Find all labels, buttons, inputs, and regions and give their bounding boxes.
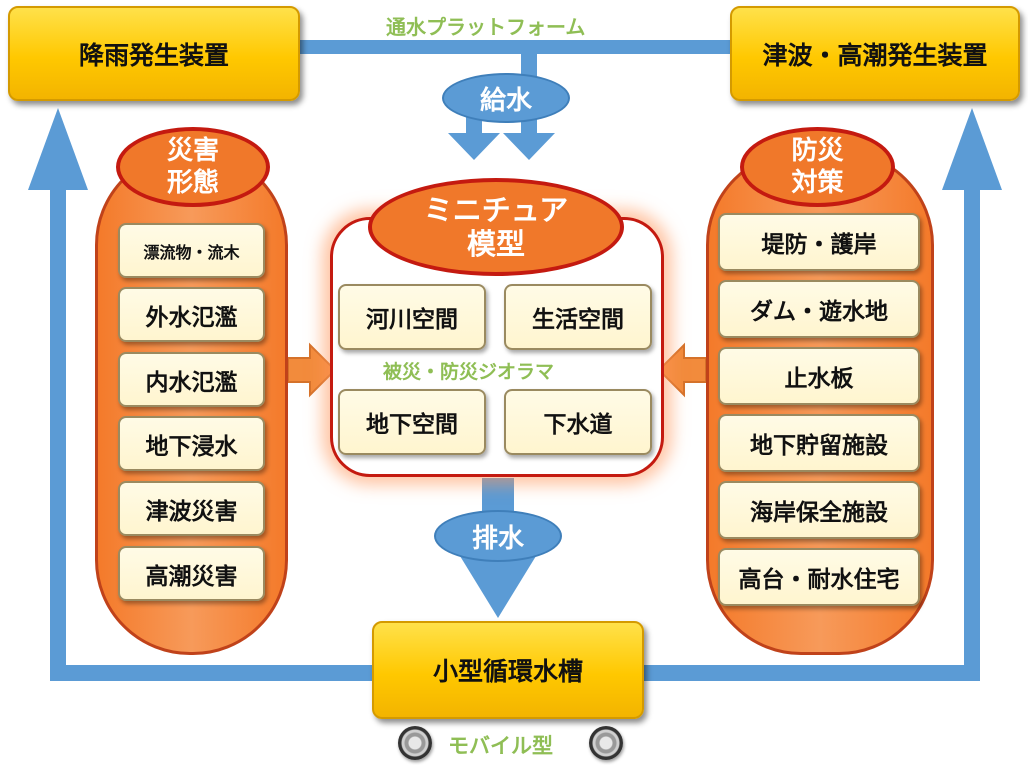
right-return-arrowhead <box>942 108 1002 190</box>
left-return-vertical <box>50 185 66 681</box>
prevention-label-line1: 防災 <box>791 136 844 166</box>
supply-label: 給水 <box>479 85 532 116</box>
platform-label: 通水プラットフォーム <box>386 15 586 39</box>
prevention-item: 地下貯留施設 <box>718 414 920 472</box>
model-space: 地下空間 <box>338 389 486 455</box>
disaster-to-model-arrow <box>287 342 337 398</box>
prevention-item: 堤防・護岸 <box>718 213 920 271</box>
supply-arrowhead-left <box>448 133 500 160</box>
prevention-label-line2: 対策 <box>791 168 844 198</box>
drain-oval: 排水 <box>434 510 562 562</box>
left-return-arrowhead <box>28 108 88 190</box>
prevention-item: 高台・耐水住宅 <box>718 548 920 606</box>
mobile-label: モバイル型 <box>448 734 553 758</box>
circulating-tank-label: 小型循環水槽 <box>432 657 583 686</box>
drain-arrowhead <box>460 556 536 618</box>
right-return-bottom <box>643 665 980 681</box>
supply-arrowhead-right <box>503 133 555 160</box>
rain-device-label: 降雨発生装置 <box>78 40 229 70</box>
right-return-vertical <box>964 185 980 681</box>
tsunami-device-box: 津波・高潮発生装置 <box>730 6 1020 101</box>
drain-label: 排水 <box>471 523 524 554</box>
disaster-item: 高潮災害 <box>118 546 265 601</box>
prevention-to-model-arrow <box>657 342 707 398</box>
left-return-bottom <box>50 665 375 681</box>
disaster-item: 内水氾濫 <box>118 352 265 407</box>
right-wheel-icon <box>589 726 623 760</box>
diorama-label: 被災・防災ジオラマ <box>383 361 555 383</box>
top-pipe-right <box>515 40 730 54</box>
disaster-type-oval: 災害 形態 <box>116 127 270 207</box>
disaster-item: 漂流物・流木 <box>118 223 265 278</box>
prevention-item: 海岸保全施設 <box>718 481 920 539</box>
disaster-item: 外水氾濫 <box>118 287 265 342</box>
disaster-item: 津波災害 <box>118 481 265 536</box>
prevention-item: 止水板 <box>718 347 920 405</box>
model-space: 生活空間 <box>504 284 652 350</box>
model-title-line1: ミニチュア <box>423 193 569 227</box>
miniature-model-oval: ミニチュア 模型 <box>368 178 624 276</box>
disaster-label-line1: 災害 <box>166 136 219 166</box>
rain-device-box: 降雨発生装置 <box>8 6 300 101</box>
top-pipe-left <box>300 40 515 54</box>
disaster-label-line2: 形態 <box>166 168 219 198</box>
circulating-tank-box: 小型循環水槽 <box>372 621 644 719</box>
supply-oval: 給水 <box>442 73 570 123</box>
model-space: 下水道 <box>504 389 652 455</box>
tsunami-device-label: 津波・高潮発生装置 <box>762 40 988 70</box>
left-wheel-icon <box>398 726 432 760</box>
disaster-item: 地下浸水 <box>118 416 265 471</box>
model-title-line2: 模型 <box>466 227 525 261</box>
model-space: 河川空間 <box>338 284 486 350</box>
prevention-measures-oval: 防災 対策 <box>740 127 895 207</box>
prevention-item: ダム・遊水地 <box>718 280 920 338</box>
